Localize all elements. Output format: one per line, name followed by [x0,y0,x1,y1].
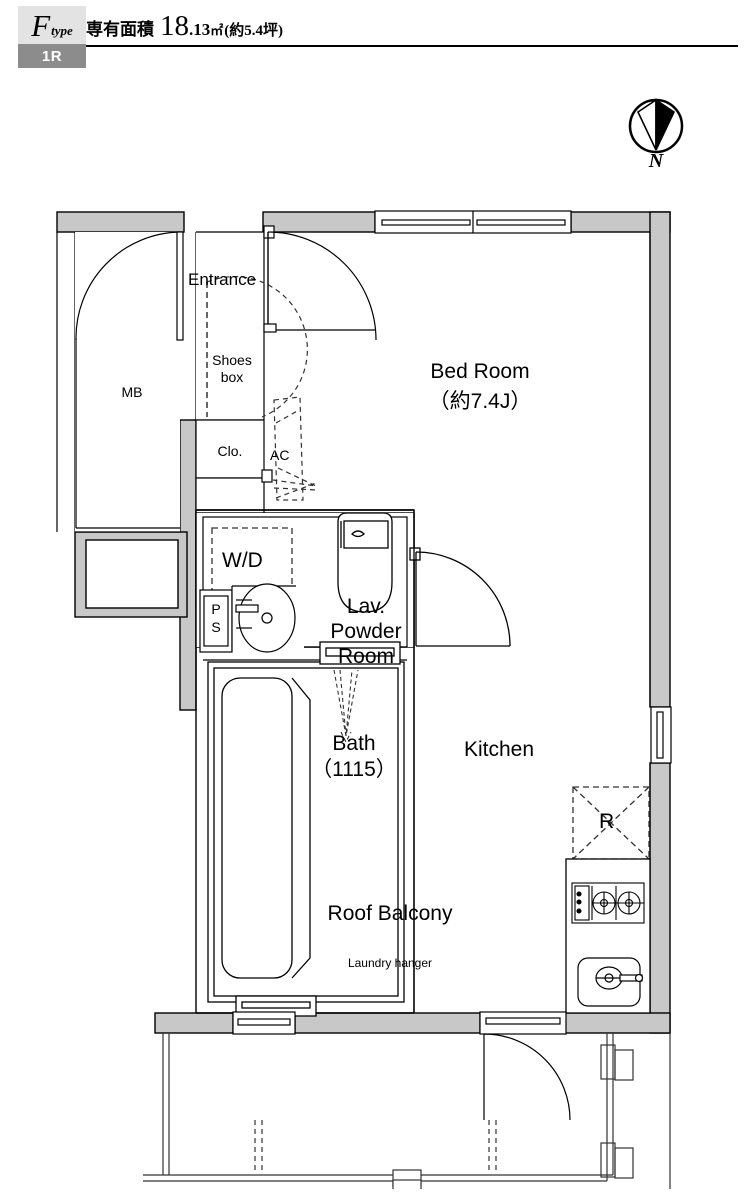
area-value-major: 18 [160,10,189,42]
lower-building-outline [545,1033,671,1194]
area-value-minor: .13 [189,20,211,39]
label-washer-dryer: W/D [222,549,263,572]
label-bath-line2: （1115） [311,758,397,781]
label-shoes-box-line2: box [220,369,244,385]
label-lavatory-line1: Lav. [346,595,386,618]
washer-dryer-space [211,527,293,607]
label-closet: Clo. [217,443,243,459]
label-meter-box: MB [121,384,143,400]
label-pipe-shaft-line1: P [211,601,221,617]
wash-basin [231,583,304,653]
area-tsubo: (約5.4坪) [224,23,284,39]
area-unit: ㎡ [210,23,224,38]
plan-type-badge: 1R [18,44,86,68]
label-lavatory-line3: Room [337,645,395,668]
pipe-shaft [199,589,233,653]
label-pipe-shaft-line2: S [211,619,221,635]
label-refrigerator: R [599,810,615,833]
balcony-door [479,1011,567,1035]
type-letter: F [31,7,51,43]
lavatory-door [409,547,511,647]
type-sub-label: type [51,23,73,38]
area-line: 専有面積 18 .13 ㎡ (約5.4坪) [86,10,283,43]
roof-balcony [143,1033,634,1194]
header-divider [86,45,738,47]
balcony-door-swing [483,1033,571,1121]
compass: N [628,98,698,176]
entrance-area [56,225,377,533]
label-entrance: Entrance [188,270,257,289]
label-roof-balcony: Roof Balcony [327,902,453,925]
compass-label: N [648,150,664,172]
air-conditioner-symbol [272,396,319,501]
bedroom-side-window [650,706,672,764]
header: F type 1R 専有面積 18 .13 ㎡ (約5.4坪) [0,0,752,80]
label-air-conditioner: AC [270,447,290,463]
bath-ventilation-symbol [333,669,359,744]
bedroom-window [374,210,572,234]
label-laundry-hanger: Laundry hanger [347,956,433,970]
bathroom [207,641,405,1017]
laundry-hanger-symbol [254,1120,497,1174]
area-label: 専有面積 [86,20,154,39]
label-lavatory-line2: Powder [330,620,402,643]
compass-north-icon [628,98,684,154]
label-bath-line1: Bath [332,732,376,755]
label-kitchen: Kitchen [464,738,535,761]
label-bedroom-line1: Bed Room [430,360,530,383]
gas-range [571,882,645,924]
kitchen-sink [577,957,644,1007]
label-shoes-box-line1: Shoes [212,352,252,368]
floor-plan: Entrance Shoes box MB Clo. AC Bed Room （… [0,180,752,1194]
bath-exterior-window [232,1011,296,1035]
label-bedroom-line2: （約7.4J） [428,390,532,413]
toilet [337,512,393,613]
floor-plan-drawing [56,210,672,1194]
type-badge: F type [18,6,86,44]
